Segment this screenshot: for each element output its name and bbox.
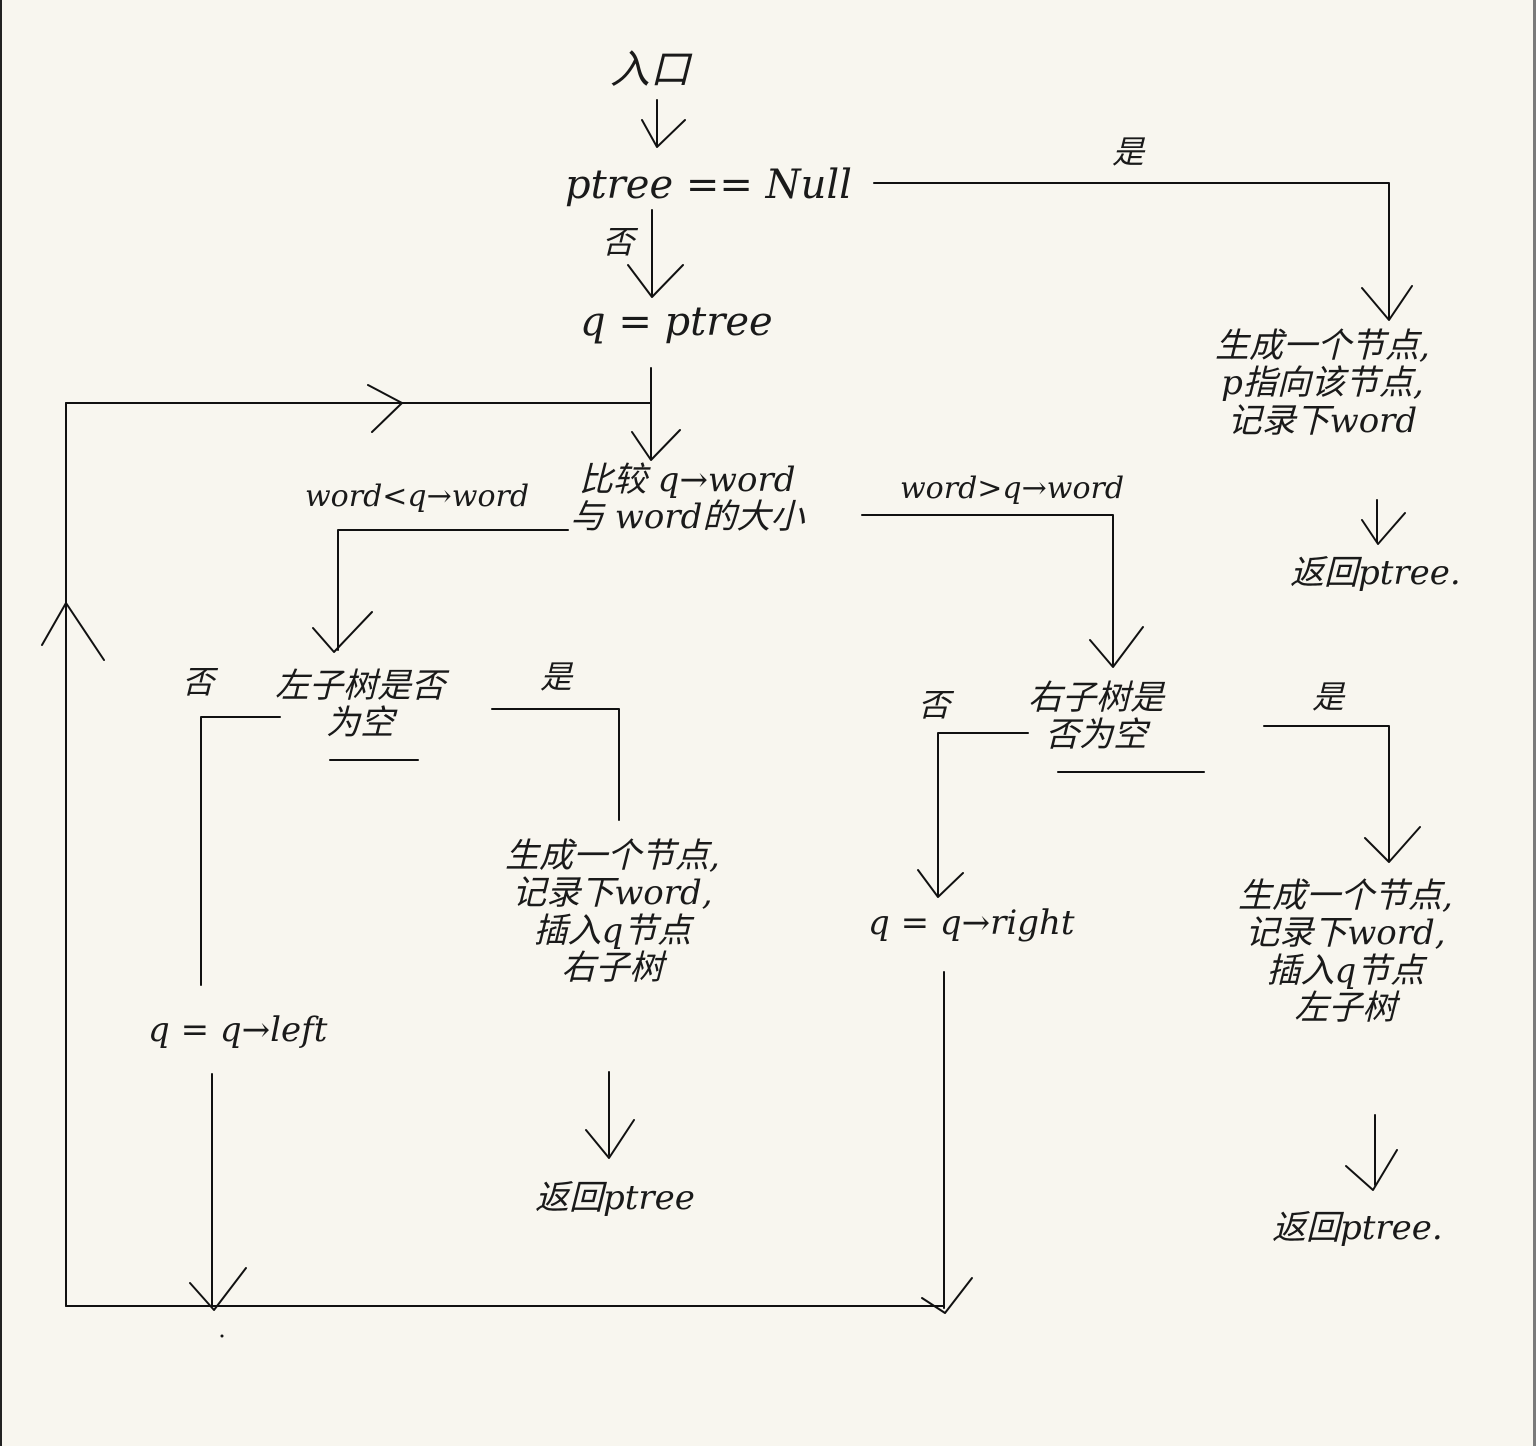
right-yes-label: 是 bbox=[1312, 678, 1345, 716]
right-no-label: 否 bbox=[918, 686, 951, 724]
arrowhead-loop-top bbox=[367, 384, 403, 433]
arrowhead-left-return bbox=[585, 1119, 635, 1159]
null-no-label: 否 bbox=[602, 223, 635, 261]
arrowhead-null-create bbox=[1361, 285, 1413, 321]
right-create-node: 生成一个节点, 记录下word, 插入q节点 左子树 bbox=[1238, 876, 1453, 1029]
lt-edge-label: word<q→word bbox=[305, 479, 530, 514]
line-compare-right bbox=[861, 514, 1114, 666]
arrowhead-compare bbox=[631, 429, 681, 461]
left-edge-line bbox=[0, 0, 2, 1446]
stray-dot bbox=[220, 1334, 224, 1338]
null-create-node: 生成一个节点, p指向该节点, 记录下word bbox=[1215, 326, 1430, 441]
line-null-yes bbox=[873, 182, 1390, 319]
line-left-yes bbox=[491, 708, 620, 821]
arrowhead-assign bbox=[627, 264, 684, 298]
line-right-no bbox=[937, 732, 1029, 896]
arrowhead-right-create bbox=[1364, 826, 1421, 863]
null-check-node: ptree == Null bbox=[565, 162, 852, 208]
arrowhead-q-right bbox=[917, 869, 964, 898]
arrowhead-right-empty bbox=[1089, 626, 1144, 668]
right-edge-line bbox=[1533, 0, 1536, 1446]
gt-edge-label: word>q→word bbox=[900, 471, 1125, 506]
arrowhead-null-return bbox=[1361, 512, 1406, 545]
arrowhead-left-empty bbox=[312, 611, 373, 653]
left-create-node: 生成一个节点, 记录下word, 插入q节点 右子树 bbox=[505, 836, 720, 989]
entry-node: 入口 bbox=[610, 47, 690, 93]
q-left-node: q = q→left bbox=[148, 1010, 328, 1050]
assign-q-node: q = ptree bbox=[580, 299, 773, 345]
left-return-node: 返回ptree bbox=[535, 1178, 695, 1218]
left-empty-decision: 左子树是否 为空 bbox=[275, 666, 445, 744]
right-return-node: 返回ptree. bbox=[1272, 1208, 1443, 1248]
compare-node: 比较 q→word 与 word的大小 bbox=[570, 460, 805, 538]
line-left-no bbox=[200, 716, 281, 986]
line-compare-left bbox=[337, 529, 569, 651]
arrowhead-entry bbox=[641, 119, 686, 148]
arrowhead-q-right-down bbox=[921, 1277, 973, 1314]
right-empty-decision: 右子树是 否为空 bbox=[1028, 678, 1164, 756]
left-yes-label: 是 bbox=[540, 658, 573, 696]
line-right-yes bbox=[1263, 725, 1390, 861]
q-right-node: q = q→right bbox=[868, 903, 1075, 943]
arrowhead-loop-up bbox=[41, 602, 105, 661]
arrowhead-q-left bbox=[189, 1267, 247, 1311]
null-return-node: 返回ptree. bbox=[1290, 553, 1461, 593]
null-yes-label: 是 bbox=[1112, 133, 1145, 171]
arrowhead-right-return bbox=[1345, 1149, 1398, 1191]
left-no-label: 否 bbox=[182, 663, 215, 701]
